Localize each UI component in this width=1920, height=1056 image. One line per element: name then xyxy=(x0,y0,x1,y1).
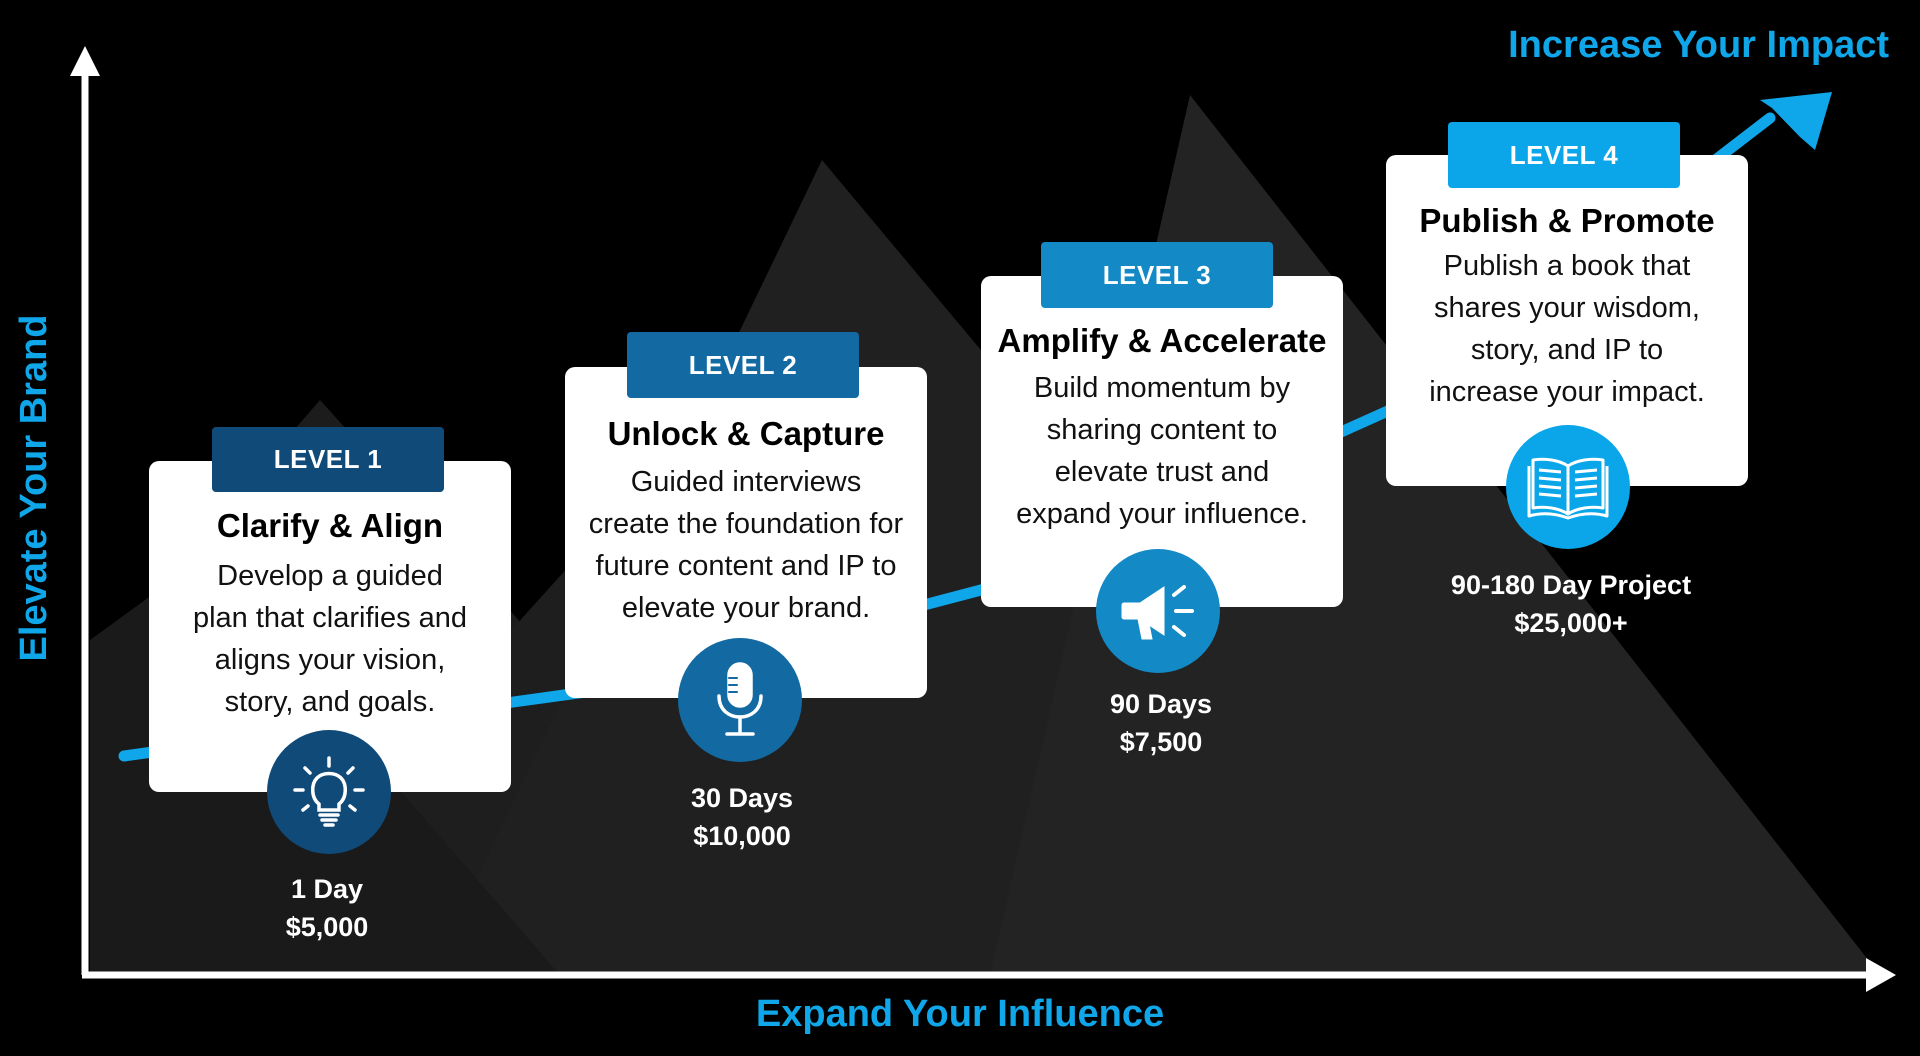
level-3-desc-line-1: Build momentum by xyxy=(1033,372,1291,404)
level-3-description: Build momentum by sharing content to ele… xyxy=(995,367,1329,535)
level-1-pricing: 1 Day $5,000 xyxy=(177,870,477,946)
y-axis-arrow xyxy=(70,46,100,76)
level-3-price: $7,500 xyxy=(1119,727,1203,757)
y-axis-label: Elevate Your Brand xyxy=(13,314,55,662)
level-2-duration: 30 Days xyxy=(690,783,794,813)
level-3-desc-line-4: expand your influence. xyxy=(1016,498,1308,530)
level-3-badge: LEVEL 3 xyxy=(1041,242,1273,308)
level-3-title: Amplify & Accelerate xyxy=(997,322,1327,359)
level-1-duration: 1 Day xyxy=(290,874,364,904)
level-4-title: Publish & Promote xyxy=(1419,202,1715,239)
level-2-badge: LEVEL 2 xyxy=(627,332,859,398)
level-2-price: $10,000 xyxy=(693,821,791,851)
level-3-pricing: 90 Days $7,500 xyxy=(1011,685,1311,761)
level-3-desc-line-2: sharing content to xyxy=(1046,414,1278,446)
level-4-desc-line-1: Publish a book that xyxy=(1443,250,1691,282)
level-4-pricing: 90-180 Day Project $25,000+ xyxy=(1421,566,1721,642)
level-1-desc-line-4: story, and goals. xyxy=(224,686,436,718)
level-1-desc-line-3: aligns your vision, xyxy=(214,644,446,676)
level-1-title: Clarify & Align xyxy=(216,507,444,544)
level-2-desc-line-1: Guided interviews xyxy=(630,466,862,498)
growth-arrow-head xyxy=(1760,92,1832,150)
level-4-description: Publish a book that shares your wisdom, … xyxy=(1400,245,1734,413)
megaphone-icon xyxy=(1121,585,1194,640)
level-4-duration: 90-180 Day Project xyxy=(1450,570,1692,600)
lightbulb-icon xyxy=(293,756,365,827)
level-4-desc-line-3: story, and IP to xyxy=(1470,334,1664,366)
level-1-badge: LEVEL 1 xyxy=(212,427,444,492)
level-3-duration: 90 Days xyxy=(1109,689,1213,719)
level-1-description: Develop a guided plan that clarifies and… xyxy=(163,555,497,723)
level-2-desc-line-3: future content and IP to xyxy=(595,550,897,582)
x-axis-label: Expand Your Influence xyxy=(755,993,1165,1035)
level-4-desc-line-4: increase your impact. xyxy=(1429,376,1705,408)
level-2-title: Unlock & Capture xyxy=(607,415,885,452)
level-1-desc-line-1: Develop a guided xyxy=(217,560,443,592)
level-3-icon-circle xyxy=(1096,549,1220,673)
level-2-description: Guided interviews create the foundation … xyxy=(579,461,913,629)
level-4-desc-line-2: shares your wisdom, xyxy=(1434,292,1700,324)
level-2-desc-line-4: elevate your brand. xyxy=(621,592,871,624)
level-4-badge: LEVEL 4 xyxy=(1448,122,1680,188)
level-3-desc-line-3: elevate trust and xyxy=(1054,456,1270,488)
level-1-desc-line-2: plan that clarifies and xyxy=(192,602,468,634)
level-1-icon-circle xyxy=(267,730,391,854)
microphone-icon xyxy=(717,662,763,736)
level-2-card: Unlock & Capture Guided interviews creat… xyxy=(565,367,927,698)
level-2-desc-line-2: create the foundation for xyxy=(588,508,904,540)
level-4-icon-circle xyxy=(1506,425,1630,549)
level-4-price: $25,000+ xyxy=(1514,608,1628,638)
open-book-icon xyxy=(1527,457,1609,520)
level-2-icon-circle xyxy=(678,638,802,762)
level-2-pricing: 30 Days $10,000 xyxy=(592,779,892,855)
level-1-card: Clarify & Align Develop a guided plan th… xyxy=(149,461,511,792)
level-1-price: $5,000 xyxy=(285,912,369,942)
top-label-increase-impact: Increase Your Impact xyxy=(1508,24,1889,66)
x-axis-arrow xyxy=(1866,958,1896,992)
